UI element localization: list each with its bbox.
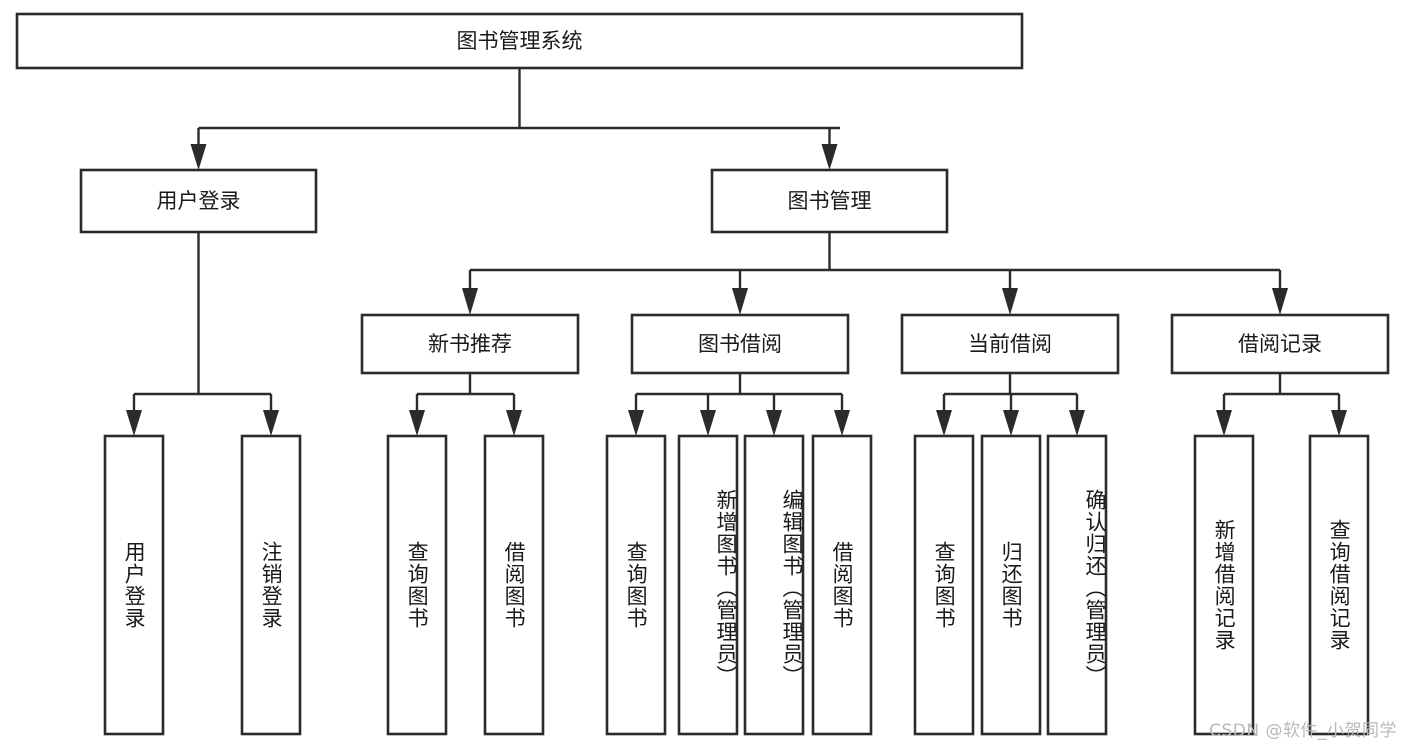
leaf-box-logout[interactable] [240, 434, 302, 736]
connector-group-root-to-level2 [190, 68, 840, 170]
leaf-box-borrow-book-1[interactable] [483, 434, 545, 736]
leaf-box-user-login[interactable] [103, 434, 165, 736]
connector-group-borrow-record-leaves [1216, 373, 1347, 436]
node-book-manage-label: 图书管理 [788, 189, 872, 213]
node-user-login[interactable]: 用户登录 [79, 168, 318, 234]
arrowhead-leaf-query-book-1 [409, 410, 425, 436]
leaf-box-borrow-book-2[interactable] [811, 434, 873, 736]
arrowhead-leaf-logout [263, 410, 279, 436]
arrowhead-leaf-edit-book [766, 410, 782, 436]
leaf-box-return-book[interactable] [980, 434, 1042, 736]
connector-group-new-book-leaves [409, 373, 522, 436]
arrowhead-current-borrow [1002, 288, 1018, 315]
node-current-borrow-box[interactable] [900, 313, 1120, 375]
node-current-borrow[interactable]: 当前借阅 [900, 313, 1120, 375]
leaf-box-query-book-1[interactable] [386, 434, 448, 736]
leaf-box-query-book-3[interactable] [913, 434, 975, 736]
node-book-manage[interactable]: 图书管理 [710, 168, 949, 234]
leaf-box-edit-book[interactable] [743, 434, 805, 736]
arrowhead-leaf-query-book-2 [628, 410, 644, 436]
connector-group-book-borrow-leaves [628, 373, 850, 436]
node-book-borrow-box[interactable] [630, 313, 850, 375]
node-new-book[interactable]: 新书推荐 [360, 313, 580, 375]
node-user-login-box[interactable] [79, 168, 318, 234]
arrowhead-leaf-user-login [126, 410, 142, 436]
leaf-box-confirm-return[interactable] [1046, 434, 1108, 736]
arrowhead-leaf-add-record [1216, 410, 1232, 436]
node-root[interactable]: 图书管理系统 [15, 12, 1024, 70]
arrowhead-user-login [190, 144, 207, 170]
node-book-borrow-label: 图书借阅 [698, 332, 782, 356]
node-new-book-label: 新书推荐 [428, 332, 512, 356]
node-borrow-record-label: 借阅记录 [1238, 332, 1322, 356]
leaf-box-query-record[interactable] [1308, 434, 1370, 736]
arrowhead-leaf-borrow-book-2 [834, 410, 850, 436]
node-current-borrow-label: 当前借阅 [968, 332, 1052, 356]
node-new-book-box[interactable] [360, 313, 580, 375]
node-borrow-record-box[interactable] [1170, 313, 1390, 375]
arrowhead-leaf-confirm-return [1069, 410, 1085, 436]
node-user-login-label: 用户登录 [157, 189, 241, 213]
arrowhead-leaf-return-book [1003, 410, 1019, 436]
arrowhead-leaf-add-book [700, 410, 716, 436]
connector-group-user-login-leaves [126, 232, 279, 436]
leaf-box-query-book-2[interactable] [605, 434, 667, 736]
arrowhead-leaf-query-book-3 [936, 410, 952, 436]
node-book-manage-box[interactable] [710, 168, 949, 234]
arrowhead-leaf-query-record [1331, 410, 1347, 436]
node-borrow-record[interactable]: 借阅记录 [1170, 313, 1390, 375]
arrowhead-leaf-borrow-book-1 [506, 410, 522, 436]
node-root-box[interactable] [15, 12, 1024, 70]
connector-group-book-manage-to-level3 [462, 232, 1288, 315]
arrowhead-book-borrow [732, 288, 748, 315]
leaf-boxes [103, 434, 1370, 736]
arrowhead-new-book [462, 288, 478, 315]
connector-group-current-borrow-leaves [936, 373, 1085, 436]
arrowhead-book-manage [821, 144, 838, 170]
node-book-borrow[interactable]: 图书借阅 [630, 313, 850, 375]
arrowhead-borrow-record [1272, 288, 1288, 315]
leaf-box-add-record[interactable] [1193, 434, 1255, 736]
csdn-watermark: CSDN @软件_小贺同学 [1209, 721, 1397, 741]
node-root-label: 图书管理系统 [457, 29, 583, 53]
leaf-box-add-book[interactable] [677, 434, 739, 736]
